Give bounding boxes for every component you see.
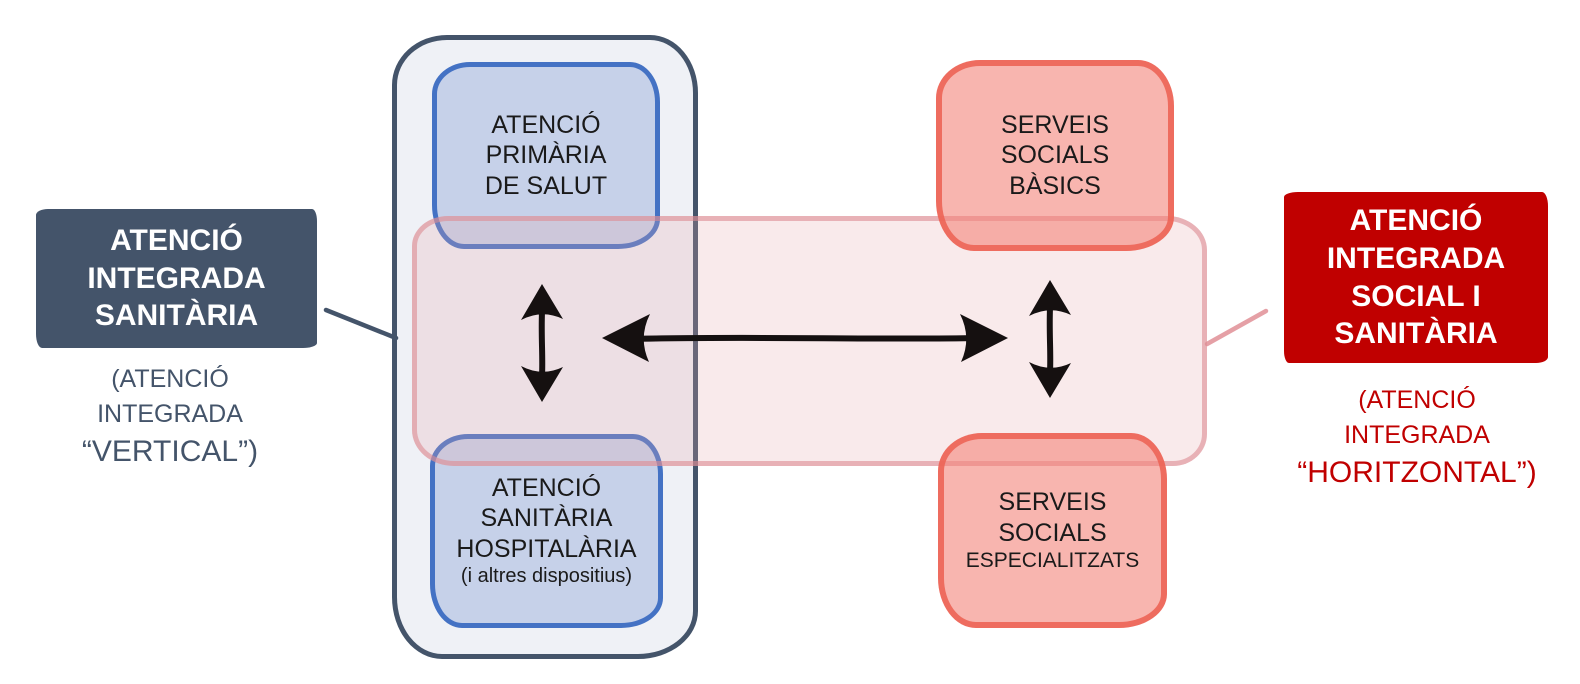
health-integration-title: SANITÀRIA <box>94 299 259 333</box>
right-connector-line <box>1204 308 1269 347</box>
specialized-social-services-label: ESPECIALITZATS <box>965 549 1140 573</box>
social-health-integration-title: SANITÀRIA <box>1334 317 1498 351</box>
health-integration-title: ATENCIÓ <box>110 223 243 257</box>
caption-line: (ATENCIÓ <box>111 365 229 393</box>
basic-social-services-label: SOCIALS <box>1000 141 1110 170</box>
hospital-care-label: ATENCIÓ <box>491 473 602 502</box>
social-health-integration-title: SOCIAL I <box>1351 279 1481 313</box>
caption-line: “VERTICAL”) <box>81 435 259 468</box>
basic-social-services-label: SERVEIS <box>1001 110 1109 139</box>
social-health-integration-caption: (ATENCIÓ INTEGRADA “HORITZONTAL”) <box>1272 383 1562 493</box>
health-integration-title-box: ATENCIÓ INTEGRADA SANITÀRIA <box>36 209 317 348</box>
hospital-care-box: ATENCIÓ SANITÀRIA HOSPITALÀRIA (i altres… <box>430 434 663 628</box>
hospital-care-note: (i altres dispositius) <box>460 565 633 588</box>
specialized-social-services-label: SOCIALS <box>998 518 1107 547</box>
primary-care-label: DE SALUT <box>484 171 608 200</box>
basic-social-services-label: BÀSICS <box>1009 171 1101 200</box>
left-connector-line <box>323 307 399 341</box>
social-health-integration-title: INTEGRADA <box>1326 241 1506 275</box>
caption-line: INTEGRADA <box>97 399 243 428</box>
basic-social-services-box: SERVEIS SOCIALS BÀSICS <box>936 60 1174 251</box>
specialized-social-services-label: SERVEIS <box>998 488 1107 517</box>
caption-line: (ATENCIÓ <box>1358 386 1476 414</box>
health-integration-title: INTEGRADA <box>87 261 266 295</box>
caption-line: “HORITZONTAL”) <box>1297 456 1537 489</box>
caption-line: INTEGRADA <box>1344 420 1490 449</box>
health-integration-caption: (ATENCIÓ INTEGRADA “VERTICAL”) <box>20 362 320 472</box>
vertical-double-arrow-icon <box>1029 280 1071 398</box>
social-health-integration-title: ATENCIÓ <box>1349 203 1483 237</box>
primary-care-box: ATENCIÓ PRIMÀRIA DE SALUT <box>432 62 660 249</box>
social-health-integration-title-box: ATENCIÓ INTEGRADA SOCIAL I SANITÀRIA <box>1284 192 1548 363</box>
hospital-care-label: HOSPITALÀRIA <box>456 534 637 563</box>
primary-care-label: ATENCIÓ <box>491 110 601 139</box>
primary-care-label: PRIMÀRIA <box>485 141 607 170</box>
hospital-care-label: SANITÀRIA <box>480 504 613 533</box>
specialized-social-services-box: SERVEIS SOCIALS ESPECIALITZATS <box>938 433 1167 628</box>
